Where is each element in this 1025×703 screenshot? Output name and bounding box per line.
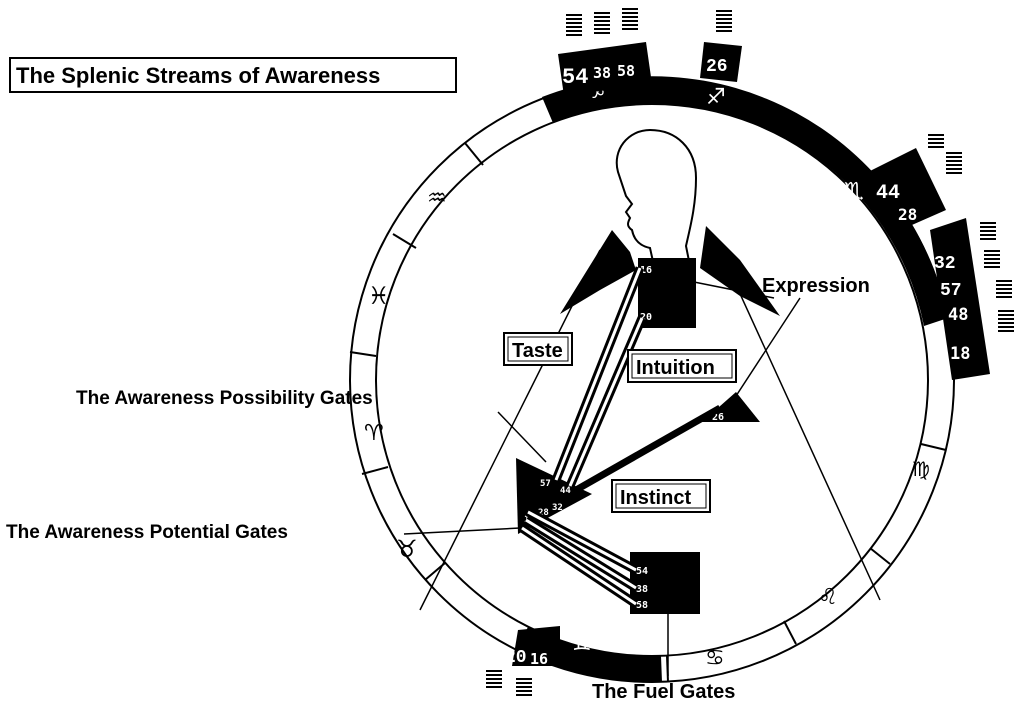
hexagram-44-icon bbox=[928, 134, 944, 148]
libra-icon: ♎ bbox=[902, 323, 922, 348]
taste-label: Taste bbox=[512, 340, 563, 362]
hexagram-38-icon bbox=[594, 12, 610, 34]
possibility-gates-label: The Awareness Possibility Gates bbox=[76, 388, 373, 409]
scorpio-icon: ♏ bbox=[844, 179, 864, 204]
instinct-label-box: Instinct bbox=[611, 479, 711, 513]
pisces-icon: ♓ bbox=[368, 282, 390, 310]
gemini-icon: ♊ bbox=[572, 631, 592, 656]
root-center: 54 38 58 bbox=[630, 552, 700, 614]
gate-57-spleen: 57 bbox=[540, 479, 551, 489]
aries-icon: ♈ bbox=[364, 421, 384, 446]
gate-48-wheel: 48 bbox=[948, 305, 968, 325]
virgo-icon: ♍ bbox=[912, 457, 930, 481]
gate-18-wheel: 18 bbox=[950, 344, 970, 364]
gate-26-ego: 26 bbox=[712, 412, 724, 423]
gate-28-spleen: 28 bbox=[538, 508, 549, 518]
aquarius-icon: ♒ bbox=[427, 186, 447, 211]
gate-38-wheel: 38 bbox=[593, 64, 611, 82]
gate-57-wheel: 57 bbox=[940, 281, 962, 301]
gate-44-wheel: 44 bbox=[876, 182, 900, 205]
channel-taste-intuition bbox=[551, 266, 647, 488]
ego-center: 26 bbox=[702, 392, 760, 423]
gate-32-spleen: 32 bbox=[552, 503, 563, 513]
hexagram-20-icon bbox=[486, 670, 502, 688]
expression-annotation: Expression bbox=[735, 275, 870, 397]
hexagram-icons bbox=[486, 8, 1014, 696]
hexagram-57-icon bbox=[984, 250, 1000, 268]
bodygraph bbox=[419, 128, 881, 611]
hexagram-58-icon bbox=[622, 8, 638, 30]
hexagram-28-icon bbox=[946, 152, 962, 174]
taurus-icon: ♉ bbox=[396, 535, 418, 563]
gate-26-wheel: 26 bbox=[706, 57, 728, 77]
diagram-title: The Splenic Streams of Awareness bbox=[16, 63, 380, 88]
sagittarius-icon: ♐ bbox=[706, 85, 726, 110]
potential-gates-annotation: The Awareness Potential Gates bbox=[6, 522, 521, 543]
fuel-gates-annotation: The Fuel Gates bbox=[592, 612, 735, 703]
gate-20-wheel: 20 bbox=[505, 648, 527, 668]
gate-54-wheel: 54 bbox=[562, 65, 588, 90]
gate-28-wheel: 28 bbox=[898, 205, 917, 224]
channel-fuel bbox=[519, 508, 639, 608]
hexagram-16-icon bbox=[516, 678, 532, 696]
title-box: The Splenic Streams of Awareness bbox=[9, 57, 457, 93]
possibility-gates-annotation: The Awareness Possibility Gates bbox=[76, 388, 547, 463]
taste-label-box: Taste bbox=[503, 332, 573, 366]
right-shoulder bbox=[700, 226, 780, 316]
expression-label: Expression bbox=[762, 275, 870, 297]
intuition-label: Intuition bbox=[636, 357, 715, 379]
hexagram-32-icon bbox=[980, 222, 996, 240]
gate-16-wheel: 16 bbox=[530, 650, 548, 668]
cancer-icon: ♋ bbox=[705, 646, 725, 671]
gate-20-throat: 20 bbox=[640, 312, 652, 323]
hexagram-54-icon bbox=[566, 14, 582, 36]
throat-center: 16 20 bbox=[638, 258, 696, 328]
gate-16-throat: 16 bbox=[640, 265, 652, 276]
wheel-gate-tabs: 54 38 58 26 44 28 32 57 48 18 20 16 bbox=[505, 42, 990, 668]
gate-44-spleen: 44 bbox=[560, 486, 571, 496]
leo-icon: ♌ bbox=[818, 585, 838, 610]
fuel-gates-label: The Fuel Gates bbox=[592, 681, 735, 703]
intuition-label-box: Intuition bbox=[627, 349, 737, 383]
gate-32-wheel: 32 bbox=[934, 254, 956, 274]
gate-54-root: 54 bbox=[636, 566, 648, 577]
active-arc-top bbox=[542, 76, 948, 326]
potential-gates-label: The Awareness Potential Gates bbox=[6, 522, 288, 543]
gate-58-wheel: 58 bbox=[617, 62, 635, 80]
gate-58-root: 58 bbox=[636, 600, 648, 611]
hexagram-26-icon bbox=[716, 10, 732, 32]
channel-ego-spleen bbox=[574, 404, 722, 494]
hexagram-48-icon bbox=[996, 280, 1012, 298]
hexagram-18-icon bbox=[998, 310, 1014, 332]
head-silhouette bbox=[615, 128, 698, 267]
gate-38-root: 38 bbox=[636, 584, 648, 595]
zodiac-wheel: ♒ ♓ ♈ ♉ ♊ ♋ ♌ ♍ ♎ ♏ ♐ ♑ bbox=[349, 76, 955, 683]
instinct-label: Instinct bbox=[620, 487, 691, 509]
